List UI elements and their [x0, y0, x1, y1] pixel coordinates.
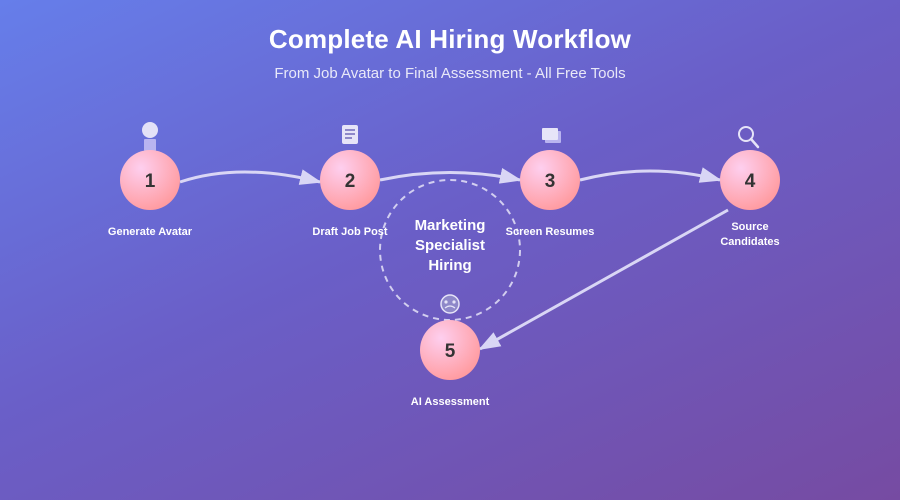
diagram-title: Complete AI Hiring Workflow: [268, 24, 632, 54]
step-node-2[interactable]: 2 Draft Job Post: [312, 125, 388, 238]
step-node-4[interactable]: 4 Source Candidates: [720, 126, 780, 248]
step-label-line-1: Source: [731, 221, 768, 233]
step-node-5[interactable]: 5 AI Assessment: [411, 294, 490, 408]
robot-icon: [440, 294, 460, 314]
connector-3-to-4: [579, 167, 722, 183]
step-label: Draft Job Post: [312, 226, 388, 238]
step-number: 3: [545, 171, 556, 192]
center-label-line-2: Specialist: [415, 237, 485, 254]
step-label-line-2: Candidates: [720, 236, 779, 248]
step-node-1[interactable]: 1 Generate Avatar: [108, 122, 193, 238]
connector-4-to-5: [478, 208, 729, 351]
step-number: 4: [745, 171, 756, 192]
step-number: 5: [445, 341, 456, 362]
step-label: AI Assessment: [411, 396, 490, 408]
stack-icon: [542, 128, 561, 143]
step-number: 1: [145, 171, 156, 192]
step-number: 2: [345, 171, 356, 192]
connector-1-to-2: [179, 169, 322, 185]
step-circle: [320, 150, 380, 210]
search-icon: [738, 126, 760, 149]
step-circle: [520, 150, 580, 210]
step-circle: [420, 320, 480, 380]
step-node-3[interactable]: 3 Screen Resumes: [506, 128, 595, 238]
center-focus-circle: [379, 179, 521, 321]
step-label: Generate Avatar: [108, 226, 193, 238]
connector-2-to-3: [379, 167, 522, 184]
step-label: Screen Resumes: [506, 226, 595, 238]
document-icon: [342, 125, 358, 144]
center-label-line-3: Hiring: [428, 257, 471, 274]
step-circle: [120, 150, 180, 210]
diagram-subtitle: From Job Avatar to Final Assessment - Al…: [274, 65, 626, 82]
person-icon: [142, 122, 158, 151]
center-label-line-1: Marketing: [415, 217, 486, 234]
step-circle: [720, 150, 780, 210]
